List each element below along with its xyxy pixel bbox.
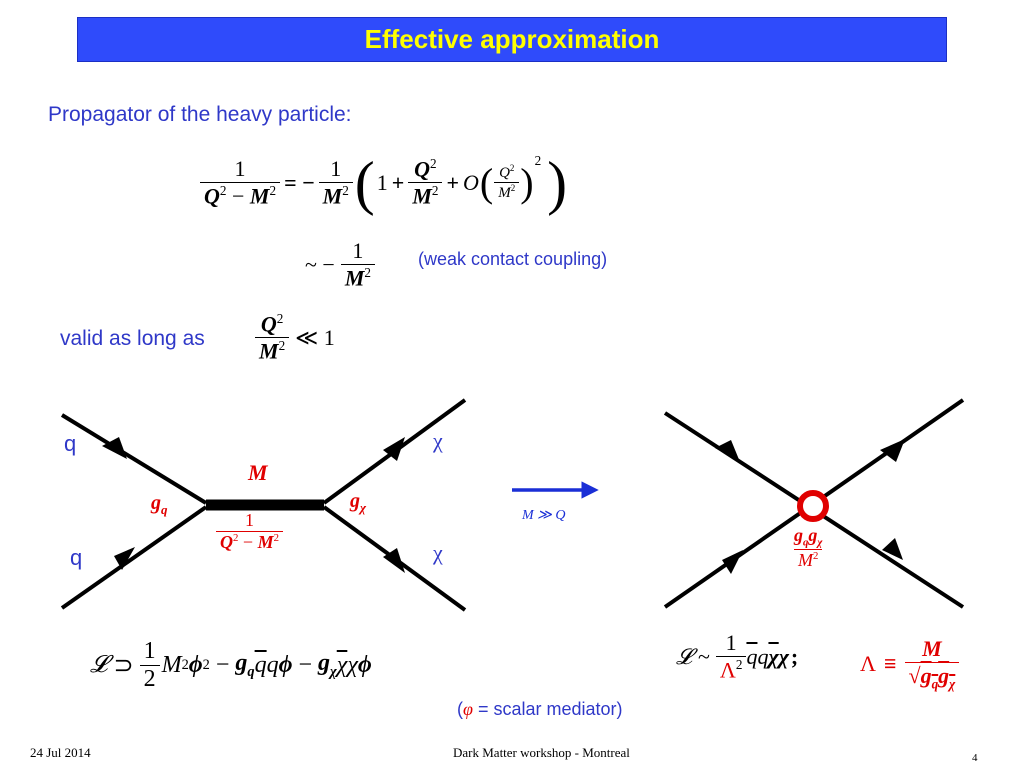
lhs-fraction: 1 Q2 − M2: [200, 156, 281, 209]
slide-title: Effective approximation: [364, 24, 660, 54]
arrow-chi-bottom: [383, 548, 405, 573]
footer-page-number: 4: [972, 752, 978, 764]
contact-diagram: [663, 398, 965, 609]
arrow-quark-bottom: [114, 547, 135, 570]
coupling-gchi: gχ: [350, 490, 367, 515]
footer-date: 24 Jul 2014: [30, 745, 91, 760]
quark-line-bottom: [60, 505, 208, 610]
q2-over-m2: Q2 M2: [408, 156, 443, 210]
arrow-contact-top-right: [880, 439, 905, 462]
quark-label-bottom: q: [70, 545, 83, 570]
limit-label: M ≫ Q: [522, 508, 566, 523]
mediator-mass-label: M: [248, 460, 268, 485]
arrow-chi-top: [383, 437, 405, 461]
order-fraction: Q2 M2: [494, 163, 520, 202]
arrow-contact-bottom-right: [882, 538, 903, 560]
lambda-definition: Λ ≡ M √gqgχ: [860, 624, 960, 704]
arrow-contact-top-left: [715, 440, 740, 462]
quark-line-top: [60, 413, 208, 505]
rhs-fraction: 1 M2: [318, 156, 353, 209]
contact-approx-equation: ~ − 1 M2: [305, 232, 375, 297]
contact-coupling-expr: gqgχ M2: [794, 525, 823, 570]
propagator-equation: 1 Q2 − M2 = − 1 M2 ( 1 + Q2 M2 + O ( Q2 …: [200, 145, 567, 220]
scalar-mediator-note: (φ = scalar mediator): [457, 699, 623, 719]
footer-event: Dark Matter workshop - Montreal: [453, 745, 630, 760]
validity-condition: Q2 M2 ≪ 1: [255, 305, 335, 370]
weak-contact-note: (weak contact coupling): [418, 249, 608, 269]
valid-text: valid as long as: [60, 327, 205, 350]
coupling-gq: gq: [151, 492, 168, 517]
chi-label-bottom: χ: [433, 540, 443, 565]
title-bar: Effective approximation: [77, 17, 947, 62]
contact-vertex: [797, 490, 829, 522]
s-channel-diagram: [60, 398, 467, 612]
arrow-quark-top: [102, 437, 127, 459]
mediator-propagator-expr: 1 Q2 − M2: [216, 510, 283, 553]
chi-label-top: χ: [433, 428, 443, 453]
propagator-heading: Propagator of the heavy particle:: [48, 103, 352, 126]
quark-label-top: q: [64, 431, 77, 456]
arrow-contact-bottom-left: [722, 550, 743, 574]
